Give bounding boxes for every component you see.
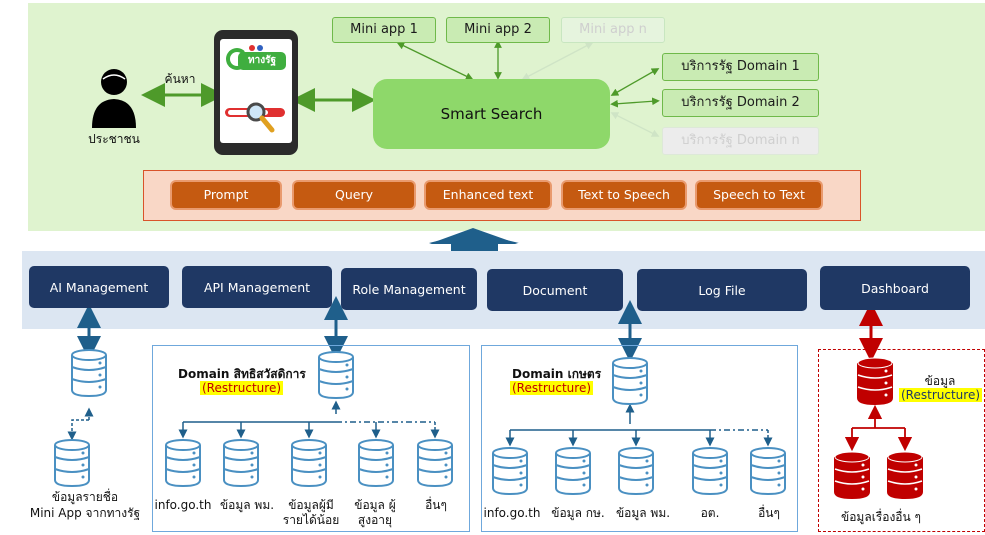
tool-query: Query [294,182,414,208]
agri-item-label: ข้อมูล กษ. [551,506,605,520]
mgmt-log-file: Log File [637,269,807,311]
database-icon [358,439,394,487]
other-data-title: ข้อมูล [924,374,956,388]
user-label: ประชาชน [88,132,140,146]
magnifier-icon [246,102,275,133]
database-icon [54,439,90,487]
database-icon [618,447,654,495]
database-icon [417,439,453,487]
database-icon [750,447,786,495]
database-icon [834,451,870,499]
phone-icon: ทางรัฐ [214,30,298,155]
welfare-restructure-tag: (Restructure) [200,381,284,395]
welfare-item-label: อื่นๆ [425,498,447,512]
database-icon [223,439,259,487]
mini-app-2: Mini app 2 [446,17,550,43]
tool-enhanced-text: Enhanced text [426,182,550,208]
agri-item-label: ข้อมูล พม. [615,506,671,520]
database-icon [555,447,591,495]
welfare-domain-title: Domain สิทธิสวัสดิการ [178,367,306,381]
mini-app-n: Mini app n [561,17,665,43]
mgmt-role: Role Management [341,268,477,310]
other-restructure-tag: (Restructure) [899,388,983,402]
database-icon [492,447,528,495]
tool-speech-to-text: Speech to Text [697,182,821,208]
smart-search-box: Smart Search [373,79,610,149]
search-action-label: ค้นหา [164,72,196,86]
welfare-item-label: ข้อมูล ผู้สูงอายุ [354,498,396,527]
tool-prompt: Prompt [172,182,280,208]
agri-item-label: อื่นๆ [758,506,780,520]
app-logo: ทางรัฐ [238,52,286,70]
gov-domain-n: บริการรัฐ Domain n [662,127,819,155]
gov-domain-2: บริการรัฐ Domain 2 [662,89,819,117]
tool-text-to-speech: Text to Speech [563,182,685,208]
agri-domain-box [481,345,798,532]
other-data-label: ข้อมูลเรื่องอื่น ๆ [841,510,921,524]
mgmt-dashboard: Dashboard [820,266,970,310]
welfare-domain-box [152,345,470,532]
agri-item-label: อต. [700,506,720,520]
agri-restructure-tag: (Restructure) [510,381,594,395]
mgmt-api: API Management [182,266,332,308]
gov-domain-1: บริการรัฐ Domain 1 [662,53,819,81]
database-icon [291,439,327,487]
welfare-item-label: info.go.th [154,498,212,512]
left-db-label-2: Mini App จากทางรัฐ [29,506,141,520]
mini-app-1: Mini app 1 [332,17,436,43]
database-icon [71,349,107,397]
agri-domain-title: Domain เกษตร [512,367,602,381]
database-icon [612,357,648,405]
person-icon [92,69,136,128]
agri-item-label: info.go.th [483,506,541,520]
database-icon [857,357,893,405]
database-icon [165,439,201,487]
mgmt-ai: AI Management [29,266,169,308]
database-icon [692,447,728,495]
database-icon [318,351,354,399]
database-icon [887,451,923,499]
left-db-label-1: ข้อมูลรายชื่อ [51,490,119,504]
welfare-item-label: ข้อมูล พม. [219,498,275,512]
welfare-item-label: ข้อมูลผู้มี รายได้น้อย [282,498,340,527]
mgmt-document: Document [487,269,623,311]
